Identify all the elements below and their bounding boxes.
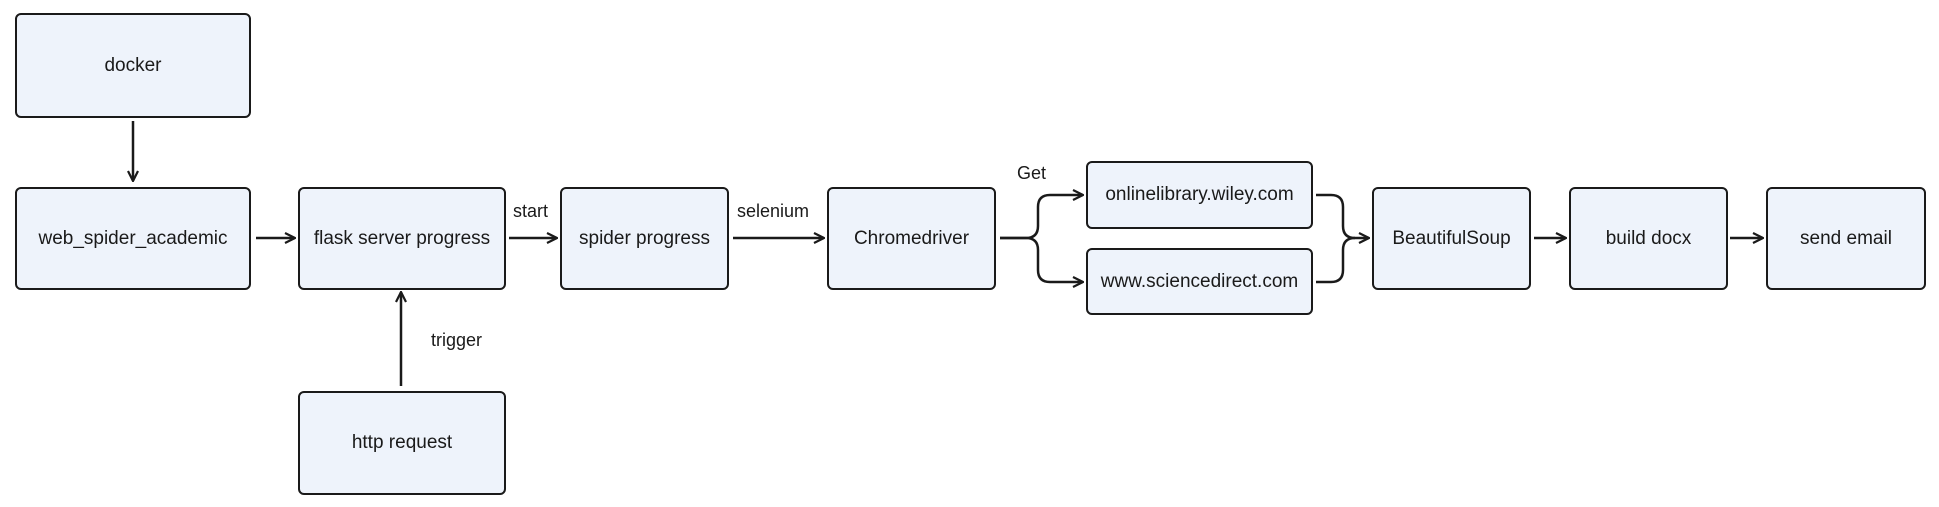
merge-wiley-to-beautifulsoup: [1316, 193, 1369, 238]
arrow-chromedriver-to-wiley: [1000, 195, 1083, 240]
node-flask-server-progress: flask server progress: [298, 187, 506, 290]
node-beautifulsoup: BeautifulSoup: [1372, 187, 1531, 290]
node-web-spider-academic: web_spider_academic: [15, 187, 251, 290]
edge-label-trigger: trigger: [431, 330, 483, 350]
node-build-docx: build docx: [1569, 187, 1728, 290]
edge-label-selenium: selenium: [737, 201, 810, 221]
edge-label-start: start: [513, 201, 549, 221]
merge-sciencedirect-to-beautifulsoup: [1316, 236, 1356, 284]
arrow-chromedriver-to-sciencedirect: [1000, 236, 1083, 282]
node-docker: docker: [15, 13, 251, 118]
node-sciencedirect: www.sciencedirect.com: [1086, 248, 1313, 315]
node-onlinelibrary-wiley: onlinelibrary.wiley.com: [1086, 161, 1313, 229]
node-http-request: http request: [298, 391, 506, 495]
node-send-email: send email: [1766, 187, 1926, 290]
node-spider-progress: spider progress: [560, 187, 729, 290]
edge-label-get: Get: [1017, 163, 1047, 183]
node-chromedriver: Chromedriver: [827, 187, 996, 290]
